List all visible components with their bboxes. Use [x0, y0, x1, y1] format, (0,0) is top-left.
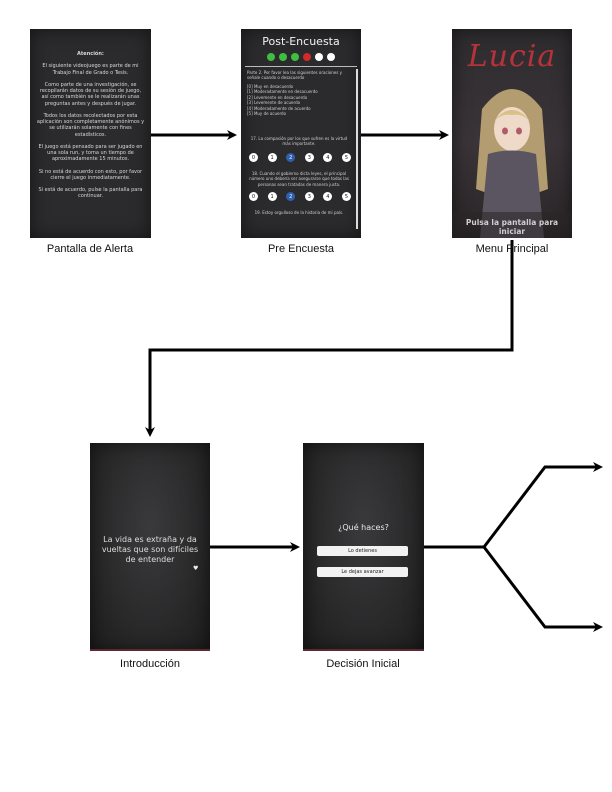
- bottom-accent-line: [90, 649, 210, 651]
- pre-survey-intro: Parte 2. Por favor lea las siguientes or…: [247, 70, 342, 81]
- scale-option[interactable]: 5: [341, 192, 351, 201]
- question-17: 17. La compasión por los que sufren es l…: [250, 136, 348, 147]
- question-18: 18. Cuando el gobierno dicta leyes, el p…: [249, 171, 349, 187]
- alert-paragraph-6: Si está de acuerdo, pulse la pantalla pa…: [38, 187, 143, 200]
- alert-paragraph-4: El juego está pensado para ser jugado en…: [38, 143, 143, 163]
- progress-dot: [303, 53, 311, 61]
- arrow-menu-to-intro: [145, 240, 514, 437]
- caption-intro: Introducción: [120, 658, 180, 670]
- progress-dot: [279, 53, 287, 61]
- alert-paragraph-3: Todos los datos recolectados por esta ap…: [36, 112, 145, 138]
- scale-row-q17: 0 1 2 3 4 5: [249, 153, 351, 162]
- scale-option[interactable]: 3: [304, 153, 314, 162]
- scale-option[interactable]: 1: [267, 153, 277, 162]
- arrow-branch-lower: [482, 546, 603, 632]
- scale-option[interactable]: 2: [286, 153, 296, 162]
- caption-menu: Menu Principal: [475, 243, 549, 255]
- scale-row-q18: 0 1 2 3 4 5: [249, 192, 351, 201]
- game-title: Lucia: [467, 39, 557, 74]
- scale-option[interactable]: 3: [304, 192, 314, 201]
- caption-alert: Pantalla de Alerta: [46, 243, 134, 255]
- legend-item: [3] Levemente de acuerdo: [247, 100, 301, 106]
- intro-text: La vida es extraña y da vueltas que son …: [101, 535, 199, 564]
- arrow-branch-upper: [482, 462, 603, 548]
- legend-item: [4] Moderadamente de acuerdo: [247, 105, 311, 111]
- scale-option[interactable]: 0: [249, 153, 258, 162]
- option-let-go-button[interactable]: Le dejas avanzar: [317, 567, 408, 577]
- scale-option[interactable]: 4: [323, 192, 333, 201]
- pre-survey-screen: Post-Encuesta Parte 2. Por favor lea las…: [241, 29, 361, 238]
- question-19: 19. Estoy orgulloso de la historia de mi…: [254, 210, 344, 215]
- scale-option[interactable]: 5: [341, 153, 351, 162]
- decision-screen: ¿Qué haces? Lo detienes Le dejas avanzar: [303, 443, 424, 651]
- scale-option[interactable]: 2: [286, 192, 296, 201]
- progress-dot: [315, 53, 323, 61]
- alert-paragraph-1: El siguiente videojuego es parte de mi T…: [42, 63, 139, 76]
- alert-heading: Atención:: [77, 51, 104, 57]
- progress-dot: [291, 53, 299, 61]
- progress-dots: [241, 53, 361, 61]
- legend-item: [1] Moderadamente en desacuerdo: [247, 89, 318, 95]
- divider: [245, 66, 357, 67]
- alert-paragraph-2: Como parte de una investigación, se reco…: [39, 81, 142, 107]
- main-menu-screen[interactable]: Lucia Pulsa la pantalla para iniciar: [452, 29, 572, 238]
- caption-decision: Decisión Inicial: [326, 658, 400, 670]
- progress-dot: [327, 53, 335, 61]
- character-illustration: [452, 89, 572, 238]
- caption-pre: Pre Encuesta: [267, 243, 335, 255]
- option-stop-button[interactable]: Lo detienes: [317, 546, 408, 556]
- bottom-accent-line: [303, 649, 424, 651]
- intro-screen[interactable]: La vida es extraña y da vueltas que son …: [90, 443, 210, 651]
- scale-legend: [0] Muy en desacuerdo [1] Moderadamente …: [247, 84, 351, 116]
- legend-item: [0] Muy en desacuerdo: [247, 84, 294, 89]
- decision-question: ¿Qué haces?: [338, 523, 389, 532]
- progress-dot: [267, 53, 275, 61]
- alert-screen[interactable]: Atención: El siguiente videojuego es par…: [30, 29, 151, 238]
- pre-survey-title: Post-Encuesta: [262, 35, 340, 48]
- heart-icon: ♥: [193, 565, 199, 572]
- start-prompt[interactable]: Pulsa la pantalla para iniciar: [465, 218, 559, 236]
- scale-option[interactable]: 4: [323, 153, 333, 162]
- alert-paragraph-5: Si no está de acuerdo con esto, por favo…: [38, 168, 143, 181]
- scale-option[interactable]: 1: [267, 192, 277, 201]
- scrollbar[interactable]: [356, 69, 358, 229]
- legend-item: [5] Muy de acuerdo: [247, 110, 287, 116]
- legend-item: [2] Levemente en desacuerdo: [247, 94, 308, 100]
- scale-option[interactable]: 0: [249, 192, 258, 201]
